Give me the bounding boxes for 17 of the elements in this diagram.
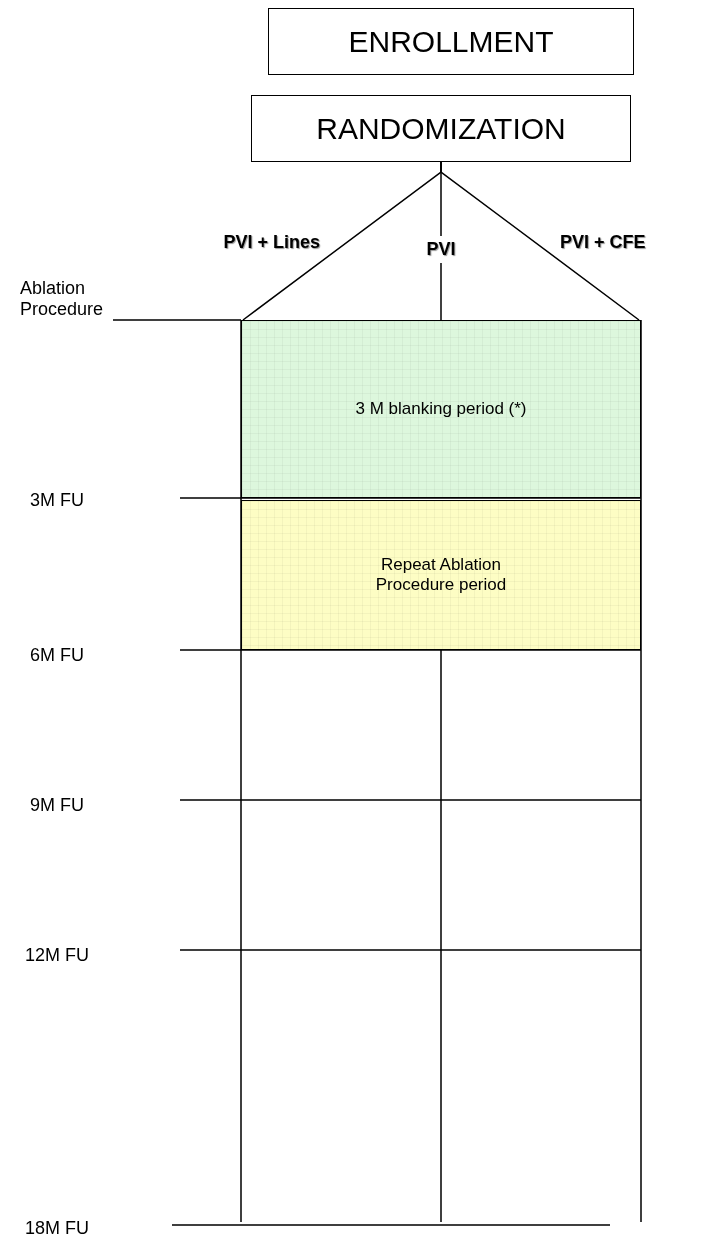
box-text: 3 M blanking period (*) [354,399,528,419]
box-text: ENROLLMENT [347,24,555,59]
connector-line [440,161,640,321]
timepoint-label: 6M FU [30,645,84,666]
period-box [241,500,641,650]
period-box [241,320,641,498]
timepoint-label: 3M FU [30,490,84,511]
process-box [268,8,634,75]
arm-label: PVI + CFE [560,232,647,253]
box-text: RANDOMIZATION [315,111,567,146]
arm-label: PVI + Lines [222,232,320,253]
timepoint-label: 12M FU [25,945,89,966]
box-text: Repeat Ablation Procedure period [374,555,508,595]
timepoint-label: 9M FU [30,795,84,816]
process-box [251,95,631,162]
timepoint-label: Ablation Procedure [20,278,105,320]
timepoint-label: 18M FU [25,1218,89,1239]
